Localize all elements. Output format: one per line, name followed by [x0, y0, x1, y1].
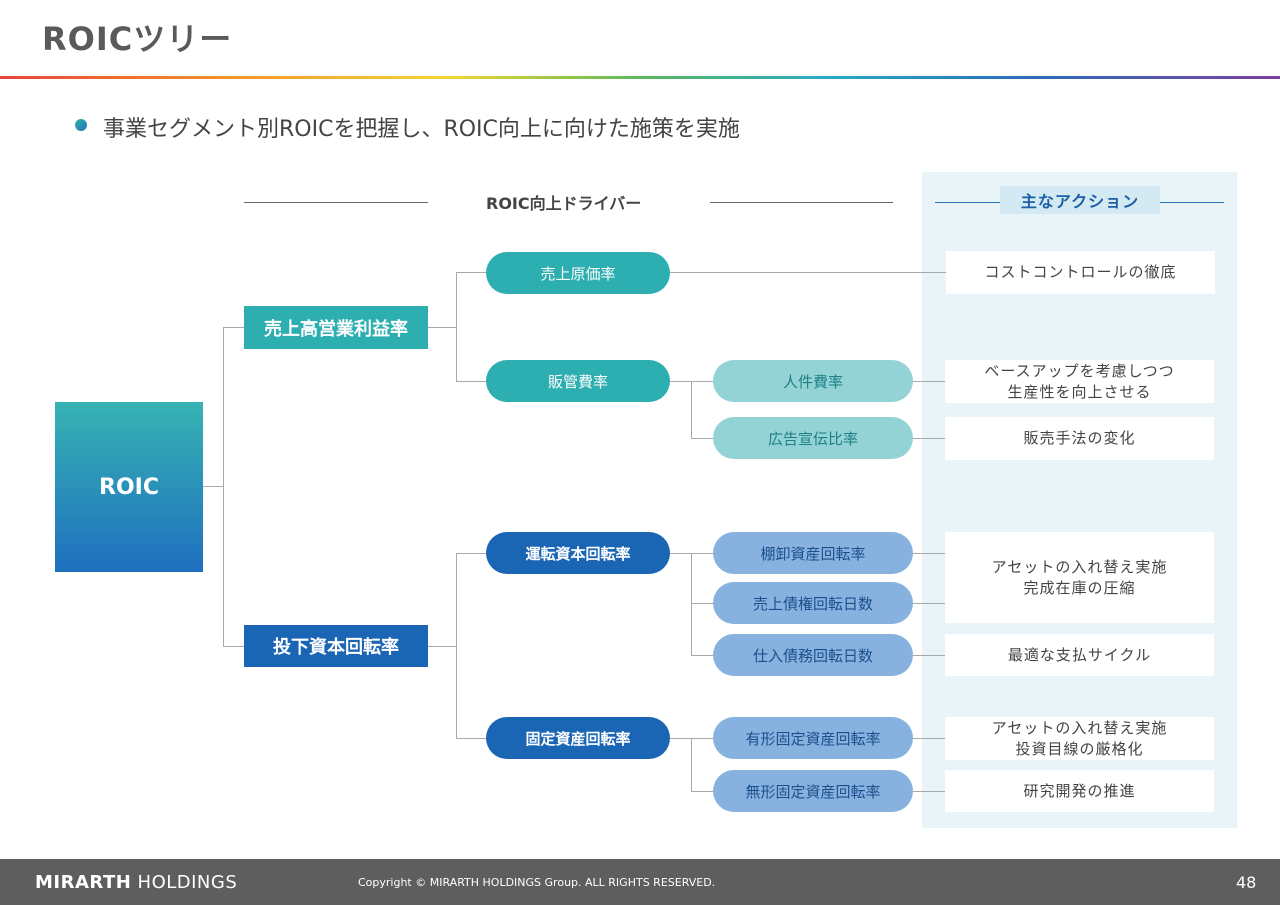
- node-advertising-ratio: 広告宣伝比率: [713, 417, 913, 459]
- action-asset-replacement-inventory: アセットの入れ替え実施 完成在庫の圧縮: [945, 532, 1214, 623]
- drivers-rule-right: [710, 202, 893, 203]
- roic-root-node: ROIC: [55, 402, 203, 572]
- connector: [691, 738, 692, 791]
- actions-label: 主なアクション: [1000, 186, 1160, 214]
- action-rnd: 研究開発の推進: [945, 770, 1214, 812]
- connector: [456, 272, 457, 382]
- drivers-rule-left: [244, 202, 428, 203]
- connector: [203, 486, 223, 487]
- connector: [456, 738, 486, 739]
- connector: [691, 438, 713, 439]
- connector: [913, 381, 945, 382]
- copyright-text: Copyright © MIRARTH HOLDINGS Group. ALL …: [358, 876, 716, 889]
- connector: [428, 327, 456, 328]
- connector: [691, 791, 713, 792]
- connector: [456, 553, 486, 554]
- action-sales-method: 販売手法の変化: [945, 417, 1214, 460]
- node-invested-capital-turnover: 投下資本回転率: [244, 625, 428, 667]
- drivers-label: ROIC向上ドライバー: [486, 194, 642, 213]
- connector: [691, 381, 692, 438]
- connector: [670, 272, 947, 273]
- connector: [456, 553, 457, 739]
- footer-bar: [0, 859, 1280, 905]
- action-payment-cycle: 最適な支払サイクル: [945, 634, 1214, 676]
- connector: [223, 646, 244, 647]
- connector: [913, 791, 945, 792]
- connector: [456, 381, 486, 382]
- connector: [428, 646, 456, 647]
- subtitle: 事業セグメント別ROICを把握し、ROIC向上に向けた施策を実施: [103, 117, 740, 142]
- node-sga-ratio: 販管費率: [486, 360, 670, 402]
- node-operating-margin: 売上高営業利益率: [244, 306, 428, 349]
- connector: [691, 655, 713, 656]
- node-fixed-asset-turnover: 固定資産回転率: [486, 717, 670, 759]
- connector: [456, 272, 486, 273]
- node-personnel-cost-ratio: 人件費率: [713, 360, 913, 402]
- page-number: 48: [1236, 873, 1257, 892]
- connector: [691, 553, 692, 655]
- connector: [913, 655, 945, 656]
- page-title: ROICツリー: [42, 20, 233, 58]
- node-payable-days: 仕入債務回転日数: [713, 634, 913, 676]
- connector: [223, 327, 244, 328]
- rainbow-divider: [0, 76, 1280, 79]
- action-asset-replacement-investment: アセットの入れ替え実施 投資目線の厳格化: [945, 717, 1214, 760]
- connector: [913, 438, 945, 439]
- connector: [913, 553, 945, 554]
- node-intangible-asset-turnover: 無形固定資産回転率: [713, 770, 913, 812]
- node-tangible-asset-turnover: 有形固定資産回転率: [713, 717, 913, 759]
- connector: [691, 603, 713, 604]
- node-inventory-turnover: 棚卸資産回転率: [713, 532, 913, 574]
- node-cogs-ratio: 売上原価率: [486, 252, 670, 294]
- bullet-icon: [75, 119, 87, 131]
- action-cost-control: コストコントロールの徹底: [946, 251, 1215, 294]
- node-working-capital-turnover: 運転資本回転率: [486, 532, 670, 574]
- connector: [223, 327, 224, 647]
- actions-rule-left: [935, 202, 1000, 203]
- action-productivity: ベースアップを考慮しつつ 生産性を向上させる: [945, 360, 1214, 403]
- connector: [913, 738, 945, 739]
- connector: [913, 603, 945, 604]
- actions-rule-right: [1160, 202, 1224, 203]
- node-receivable-days: 売上債権回転日数: [713, 582, 913, 624]
- company-logo: MIRARTH HOLDINGS: [35, 872, 238, 893]
